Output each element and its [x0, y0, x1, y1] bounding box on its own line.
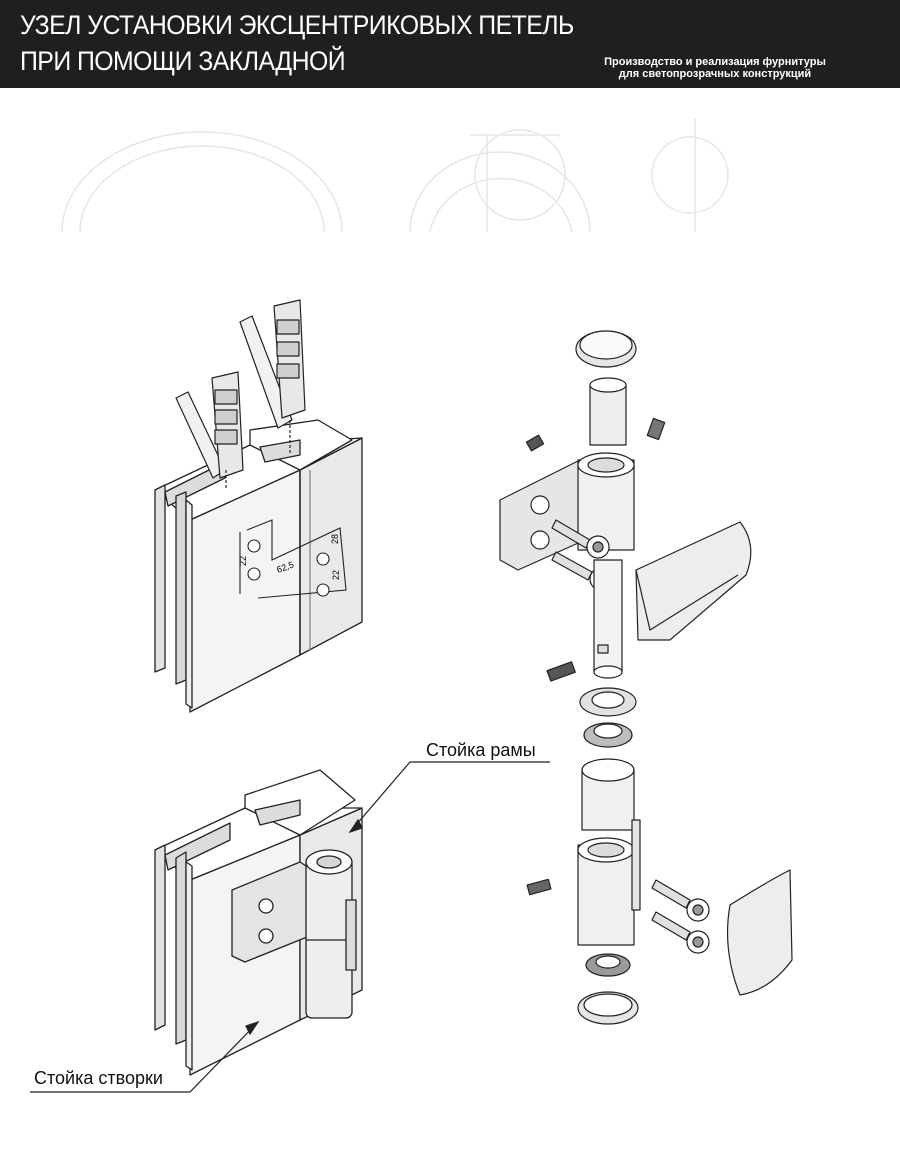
upper-profile: [154, 419, 363, 713]
header-banner: УЗЕЛ УСТАНОВКИ ЭКСЦЕНТРИКОВЫХ ПЕТЕЛЬ ПРИ…: [0, 0, 900, 88]
drill-template: [239, 519, 347, 599]
company-tagline-line-1: Производство и реализация фурнитуры: [604, 56, 826, 68]
insert-plates: [175, 299, 306, 490]
sash-post-label: Стойка створки: [34, 1068, 163, 1088]
page-title-line-2: ПРИ ПОМОЩИ ЗАКЛАДНОЙ: [20, 46, 346, 76]
lower-profile: [154, 769, 363, 1076]
leader-lines: [30, 761, 550, 1093]
company-tagline: Производство и реализация фурнитуры для …: [575, 56, 855, 80]
dimension-22-left: 22: [238, 556, 248, 566]
watermark-arcs: [61, 118, 729, 233]
dimension-22-right: 22: [331, 570, 341, 580]
exploded-hinge: [499, 330, 793, 1025]
dimension-28: 28: [330, 534, 340, 544]
frame-post-label: Стойка рамы: [426, 740, 536, 760]
page-title-line-1: УЗЕЛ УСТАНОВКИ ЭКСЦЕНТРИКОВЫХ ПЕТЕЛЬ: [20, 10, 574, 40]
company-tagline-line-2: для светопрозрачных конструкций: [618, 68, 812, 80]
